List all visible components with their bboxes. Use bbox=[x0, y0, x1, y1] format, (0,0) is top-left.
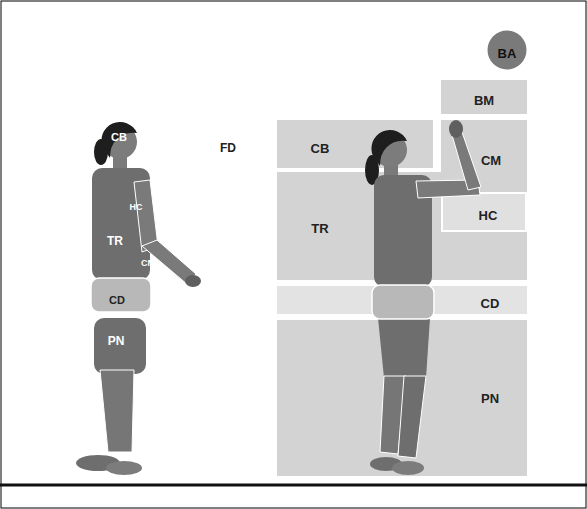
segment-label: HC bbox=[130, 203, 143, 212]
foot bbox=[106, 461, 142, 475]
segment-label: CM bbox=[141, 259, 155, 268]
thigh bbox=[94, 318, 146, 374]
jumping-player bbox=[365, 120, 481, 475]
segment-label: FD bbox=[220, 142, 236, 154]
zone-band: HC bbox=[441, 192, 527, 232]
label-anchor: TR bbox=[107, 231, 123, 249]
ball-circle: BA bbox=[487, 30, 527, 70]
label-anchor: HC bbox=[130, 196, 143, 214]
hair bbox=[371, 130, 407, 166]
label-anchor: CB bbox=[111, 127, 127, 145]
thigh bbox=[378, 318, 430, 378]
zone-label: HC bbox=[479, 209, 498, 222]
shorts bbox=[372, 285, 434, 319]
zone-label: CM bbox=[481, 154, 501, 167]
zone-band: BM bbox=[441, 80, 527, 114]
zone-label: PN bbox=[481, 392, 499, 405]
zone-band: CB bbox=[277, 120, 433, 168]
hair bbox=[101, 122, 137, 158]
zone-label: CD bbox=[481, 297, 500, 310]
label-anchor: CD bbox=[109, 290, 125, 308]
zone-label: TR bbox=[311, 222, 328, 235]
standing-player bbox=[76, 122, 201, 475]
segment-label: PN bbox=[108, 335, 125, 347]
lower-leg bbox=[398, 376, 426, 458]
zone-label: CB bbox=[311, 142, 330, 155]
label-anchor: PN bbox=[108, 331, 125, 349]
forearm bbox=[452, 132, 481, 190]
label-anchor: CM bbox=[141, 252, 155, 270]
shorts bbox=[91, 278, 151, 312]
segment-label: CB bbox=[111, 132, 127, 143]
segment-label: CD bbox=[109, 295, 125, 306]
hand bbox=[185, 275, 201, 287]
lower-leg bbox=[100, 370, 134, 452]
zone-label: BA bbox=[498, 47, 517, 60]
ground-line bbox=[0, 484, 587, 487]
foot bbox=[392, 461, 424, 475]
segment-label: TR bbox=[107, 235, 123, 247]
hand bbox=[449, 120, 463, 138]
zone-label: BM bbox=[474, 94, 494, 107]
ball-shape bbox=[488, 31, 527, 70]
label-anchor: FD bbox=[220, 138, 236, 156]
